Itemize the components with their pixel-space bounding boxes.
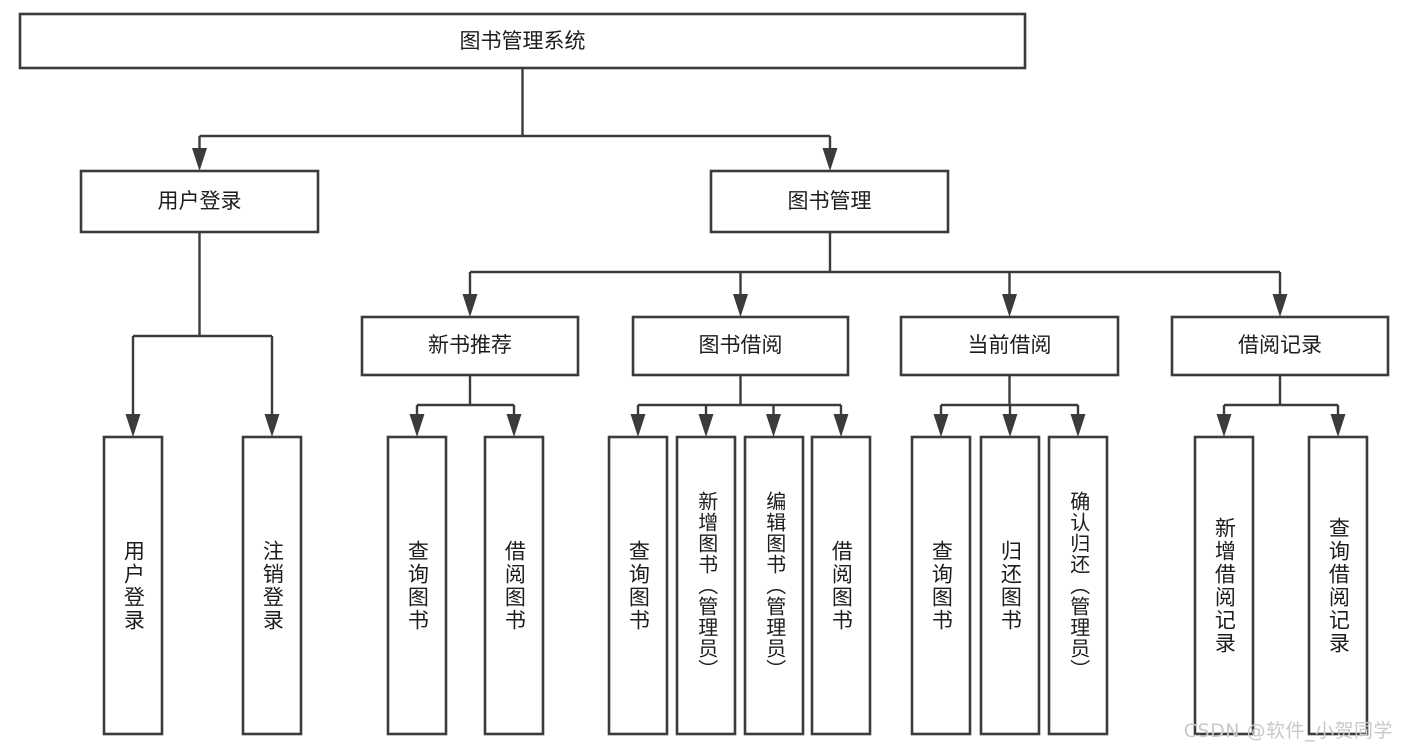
- leaf-label: 新增图书（管理员）: [694, 491, 719, 680]
- arrow-icon: [1070, 414, 1086, 437]
- node-user-login-label: 用户登录: [158, 189, 242, 213]
- connector-yonghudenglu-to-leaves: [125, 232, 280, 437]
- arrow-icon: [1002, 294, 1017, 317]
- connector-tushuguanli-to-level3: [462, 232, 1288, 317]
- leaf-label: 查询图书: [626, 539, 651, 632]
- arrow-icon: [192, 148, 207, 171]
- leaf-current-return-book[interactable]: 归还图书: [979, 435, 1041, 736]
- node-book-management[interactable]: 图书管理: [709, 169, 950, 234]
- leaf-label: 新增借阅记录: [1212, 516, 1237, 655]
- connector-tushujieyue-to-leaves: [630, 375, 849, 437]
- connector-root-to-level2: [192, 68, 838, 171]
- leaf-label: 借阅图书: [502, 539, 527, 632]
- arrow-icon: [506, 414, 522, 437]
- node-new-book-recommend[interactable]: 新书推荐: [360, 315, 580, 377]
- arrow-icon: [822, 148, 838, 171]
- node-borrow-record-label: 借阅记录: [1238, 333, 1322, 357]
- leaf-current-query-book[interactable]: 查询图书: [910, 435, 972, 736]
- node-borrow-record[interactable]: 借阅记录: [1170, 315, 1390, 377]
- arrow-icon: [698, 414, 714, 437]
- leaf-borrow-query-book[interactable]: 查询图书: [607, 435, 669, 736]
- leaf-label: 查询图书: [929, 539, 954, 632]
- leaf-borrow-borrow-book[interactable]: 借阅图书: [810, 435, 872, 736]
- arrow-icon: [1272, 294, 1288, 317]
- leaf-borrow-edit-book[interactable]: 编辑图书（管理员）: [743, 435, 805, 736]
- node-book-management-label: 图书管理: [788, 189, 872, 213]
- leaf-record-query[interactable]: 查询借阅记录: [1307, 435, 1369, 736]
- leaf-user-login-login[interactable]: 用户登录: [102, 435, 164, 736]
- node-current-borrow-label: 当前借阅: [968, 333, 1052, 357]
- arrow-icon: [1002, 414, 1018, 437]
- node-root[interactable]: 图书管理系统: [18, 12, 1027, 70]
- leaf-current-confirm-return[interactable]: 确认归还（管理员）: [1047, 435, 1109, 736]
- leaf-label: 用户登录: [121, 539, 146, 632]
- leaf-label: 查询图书: [405, 539, 430, 632]
- leaf-label: 编辑图书（管理员）: [762, 491, 787, 680]
- leaf-user-login-logout[interactable]: 注销登录: [241, 435, 303, 736]
- leaf-borrow-add-book[interactable]: 新增图书（管理员）: [675, 435, 737, 736]
- arrow-icon: [264, 414, 280, 437]
- leaf-label: 确认归还（管理员）: [1066, 491, 1091, 680]
- arrow-icon: [409, 414, 425, 437]
- leaf-new-book-query[interactable]: 查询图书: [386, 435, 448, 736]
- leaf-label: 注销登录: [260, 539, 285, 632]
- node-root-label: 图书管理系统: [460, 29, 586, 53]
- node-book-borrow-label: 图书借阅: [699, 333, 783, 357]
- connector-xinshutuijian-to-leaves: [409, 375, 522, 437]
- leaf-new-book-borrow[interactable]: 借阅图书: [483, 435, 545, 736]
- arrow-icon: [630, 414, 646, 437]
- arrow-icon: [766, 414, 781, 437]
- arrow-icon: [462, 294, 478, 317]
- node-user-login[interactable]: 用户登录: [79, 169, 320, 234]
- leaf-record-add[interactable]: 新增借阅记录: [1193, 435, 1255, 736]
- connector-dangqianjieyue-to-leaves: [933, 375, 1086, 437]
- arrow-icon: [1216, 414, 1232, 437]
- connector-jieyuejilu-to-leaves: [1216, 375, 1346, 437]
- arrow-icon: [733, 294, 748, 317]
- leaf-label: 借阅图书: [829, 539, 854, 632]
- leaf-label: 归还图书: [998, 539, 1023, 632]
- node-new-book-recommend-label: 新书推荐: [428, 333, 512, 357]
- arrow-icon: [933, 414, 949, 437]
- node-current-borrow[interactable]: 当前借阅: [899, 315, 1120, 377]
- watermark: CSDN @软件_小贺同学: [1183, 720, 1393, 742]
- node-book-borrow[interactable]: 图书借阅: [631, 315, 850, 377]
- arrow-icon: [833, 414, 849, 437]
- leaf-label: 查询借阅记录: [1326, 516, 1351, 655]
- arrow-icon: [125, 414, 141, 437]
- arrow-icon: [1330, 414, 1346, 437]
